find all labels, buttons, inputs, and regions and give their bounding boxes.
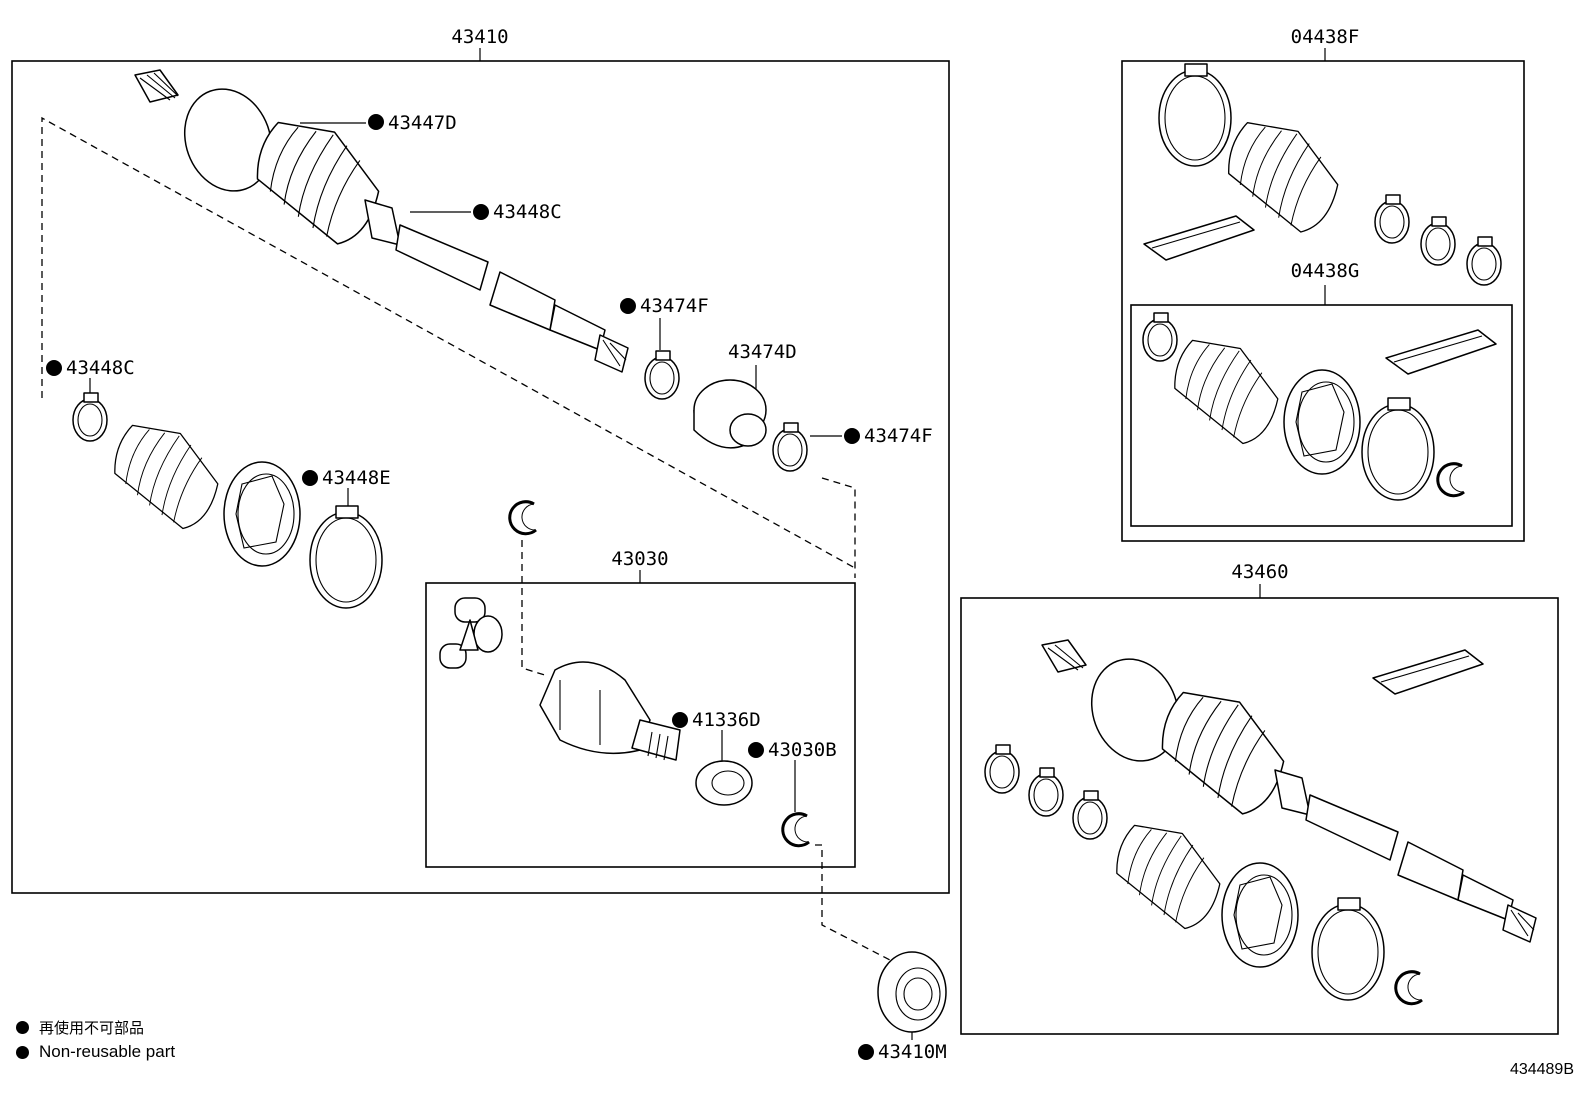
non-reusable-dot-icon [16,1045,29,1059]
oil-seal-41336D [695,760,753,806]
drive-shaft-outer-joint [134,69,629,373]
label-43474D: 43474D [728,341,797,363]
label-43448E: 43448E [322,467,391,489]
kit-04438F-box [1121,60,1525,542]
label-43474F-lower: 43474F [864,425,933,447]
label-43460: 43460 [1231,561,1288,583]
legend-english-text: Non-reusable part [39,1042,176,1061]
label-04438G: 04438G [1291,260,1360,282]
label-43030: 43030 [611,548,668,570]
label-43448C-left: 43448C [66,357,135,379]
non-reusable-dot-icon [16,1021,29,1034]
legend-english: Non-reusable part [16,1042,175,1062]
label-43447D: 43447D [388,112,457,134]
inner-joint-housing [539,661,681,761]
label-41336D: 41336D [692,709,761,731]
tripod-joint [439,597,503,669]
figure-code: 434489B [1509,1061,1574,1078]
label-43410M: 43410M [878,1041,947,1063]
legend-japanese: 再使用不可部品 [16,1017,144,1038]
label-43410: 43410 [451,26,508,48]
bearing-43410M [877,951,947,1033]
legend-japanese-text: 再使用不可部品 [39,1019,145,1037]
label-43448C-upper: 43448C [493,201,562,223]
label-43030B: 43030B [768,739,837,761]
kit-04438G-box [1130,304,1513,527]
label-43474F-upper: 43474F [640,295,709,317]
damper-43474D [693,379,767,449]
label-04438F: 04438F [1291,26,1360,48]
drive-shaft-43460 [1041,639,1537,943]
